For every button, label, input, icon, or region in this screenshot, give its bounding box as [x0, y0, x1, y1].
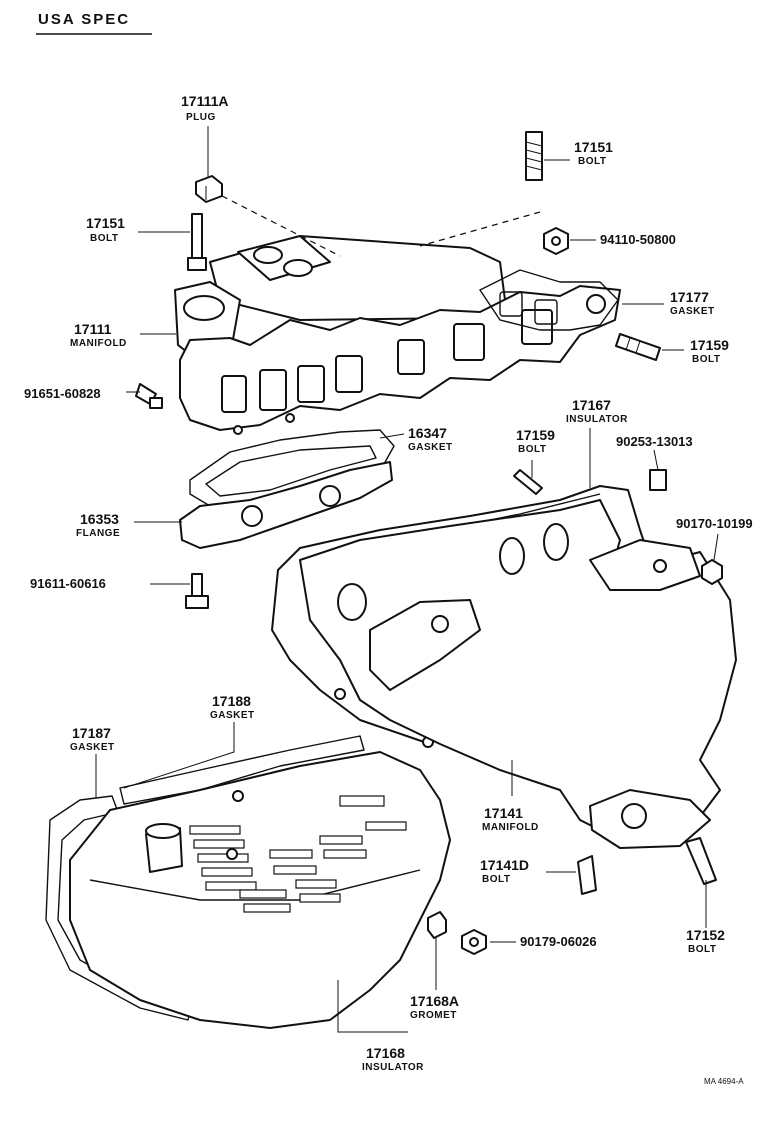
bolt-top-right-drawing [525, 131, 543, 181]
part-name: BOLT [90, 233, 118, 244]
callout-intake-manifold: 17111 MANIFOLD [70, 321, 127, 349]
bolt-top-left-drawing [187, 213, 207, 271]
callout-sensor: 91651-60828 [24, 386, 101, 401]
part-name: BOLT [692, 354, 720, 365]
callout-stud-right: 17159 BOLT [690, 337, 729, 365]
callout-flange: 16353 FLANGE [76, 511, 120, 539]
callout-nut-bottom: 90179-06026 [520, 934, 597, 949]
nut-right-drawing [701, 559, 723, 585]
part-number: 17188 [212, 693, 251, 709]
flange-16353-drawing [179, 461, 393, 549]
part-number: 17167 [572, 397, 611, 413]
part-name: INSULATOR [566, 414, 628, 425]
part-name: MANIFOLD [70, 338, 127, 349]
stud-bottom-drawing [685, 837, 717, 885]
header-title: USA SPEC [38, 11, 130, 28]
part-number: 17168A [410, 993, 459, 1009]
reference-code: MA 4694-A [704, 1077, 744, 1086]
callout-nut-right: 90170-10199 [676, 516, 753, 531]
part-number: 17141 [484, 805, 523, 821]
part-number: 17151 [86, 215, 125, 231]
part-number: 94110-50800 [600, 232, 676, 247]
gromet-drawing [427, 911, 447, 939]
callout-gasket-intake: 17177 GASKET [670, 289, 715, 317]
part-number: 17187 [72, 725, 111, 741]
callout-collar: 90253-13013 [616, 434, 693, 449]
part-name: GASKET [670, 306, 715, 317]
callout-bolt-top-right: 17151 BOLT [574, 139, 613, 167]
part-name: INSULATOR [362, 1062, 424, 1073]
exhaust-manifold-drawing [299, 499, 737, 849]
part-number: 90253-13013 [616, 434, 693, 449]
part-name: PLUG [186, 112, 216, 123]
header: USA SPEC [36, 11, 152, 35]
plug-drawing [195, 175, 223, 203]
part-name: BOLT [482, 874, 510, 885]
leader-lines [95, 126, 719, 1033]
part-number: 17152 [686, 927, 725, 943]
part-name: BOLT [518, 444, 546, 455]
callout-stud-bottom: 17152 BOLT [686, 927, 725, 955]
part-name: GASKET [210, 710, 255, 721]
part-name: BOLT [578, 156, 606, 167]
nut-bottom-drawing [461, 929, 487, 955]
callout-bolt-top-left: 17151 BOLT [86, 215, 125, 244]
part-number: 16353 [80, 511, 119, 527]
part-number: 17151 [574, 139, 613, 155]
part-name: BOLT [688, 944, 716, 955]
part-name: GASKET [408, 442, 453, 453]
callout-bolt-flange: 91611-60616 [30, 576, 106, 591]
part-number: 91611-60616 [30, 576, 106, 591]
gasket-17177-drawing [479, 269, 619, 331]
part-number: 90170-10199 [676, 516, 753, 531]
callout-gromet: 17168A GROMET [410, 993, 459, 1021]
part-number: 17168 [366, 1045, 405, 1061]
part-number: 17159 [516, 427, 555, 443]
intake-manifold-drawing [174, 235, 621, 435]
callout-insulator-bottom: 17168 INSULATOR [362, 1045, 424, 1073]
part-name: GASKET [70, 742, 115, 753]
callout-gasket-188: 17188 GASKET [210, 693, 255, 721]
collar-drawing [649, 469, 667, 491]
part-number: 16347 [408, 425, 447, 441]
bolt-flange-drawing [185, 573, 209, 609]
callout-nut-top: 94110-50800 [600, 232, 676, 247]
callout-stud-mid: 17159 BOLT [516, 427, 555, 455]
bolt-141d-drawing [577, 855, 597, 895]
gasket-17188-drawing [119, 735, 365, 805]
part-number: 17111 [74, 321, 112, 337]
part-number: 17111A [181, 93, 229, 109]
callout-insulator-top: 17167 INSULATOR [566, 397, 628, 425]
part-number: 17177 [670, 289, 709, 305]
part-name: MANIFOLD [482, 822, 539, 833]
part-name: GROMET [410, 1010, 457, 1021]
callout-plug: 17111A PLUG [181, 93, 229, 123]
callout-bolt-141d: 17141D BOLT [480, 857, 529, 885]
part-name: FLANGE [76, 528, 120, 539]
stud-mid-drawing [513, 469, 543, 495]
part-number: 91651-60828 [24, 386, 101, 401]
callout-exhaust-manifold: 17141 MANIFOLD [482, 805, 539, 833]
part-number: 17159 [690, 337, 729, 353]
sensor-drawing [135, 383, 163, 409]
insulator-17168-drawing [69, 751, 451, 1029]
gasket-17187-drawing [45, 795, 191, 1021]
callout-gasket-187: 17187 GASKET [70, 725, 115, 753]
nut-top-drawing [543, 227, 569, 255]
stud-right-drawing [615, 333, 661, 361]
callout-gasket-flange: 16347 GASKET [408, 425, 453, 453]
part-number: 17141D [480, 857, 529, 873]
part-number: 90179-06026 [520, 934, 597, 949]
